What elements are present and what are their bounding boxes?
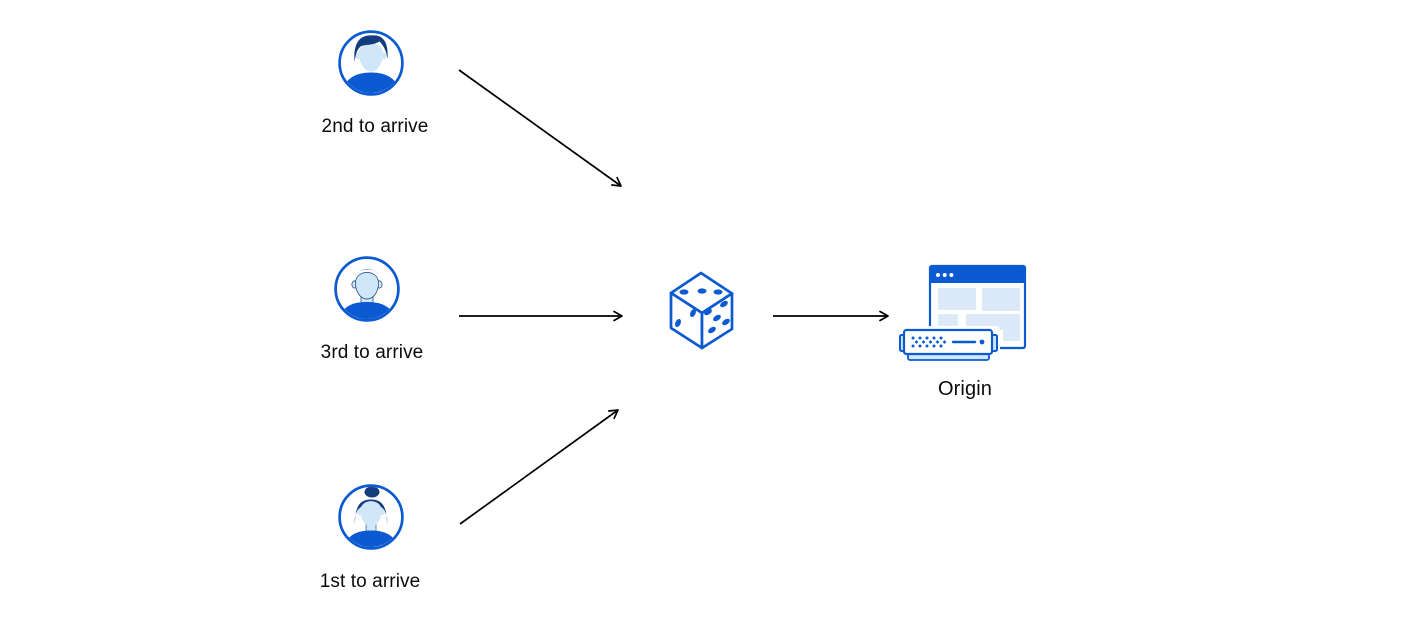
client-node-2nd [338,30,404,96]
client-label-1st: 1st to arrive [319,571,421,592]
man-short-hair-avatar-icon [334,256,400,322]
client-node-3rd [334,256,400,322]
origin-server-icon [898,264,1027,364]
client-node-1st [338,484,404,550]
woman-bun-avatar-icon [338,484,404,550]
dice-icon [669,271,734,350]
arrow-client2-to-dice [458,69,622,187]
man-swept-hair-avatar-icon [338,30,404,96]
arrow-client1-to-dice [459,409,619,525]
client-label-2nd: 2nd to arrive [321,116,429,137]
origin-label: Origin [938,378,992,400]
server-icon [899,328,998,361]
dice-node [669,267,735,351]
client-label-3rd: 3rd to arrive [320,342,424,363]
origin-node [896,262,1030,364]
